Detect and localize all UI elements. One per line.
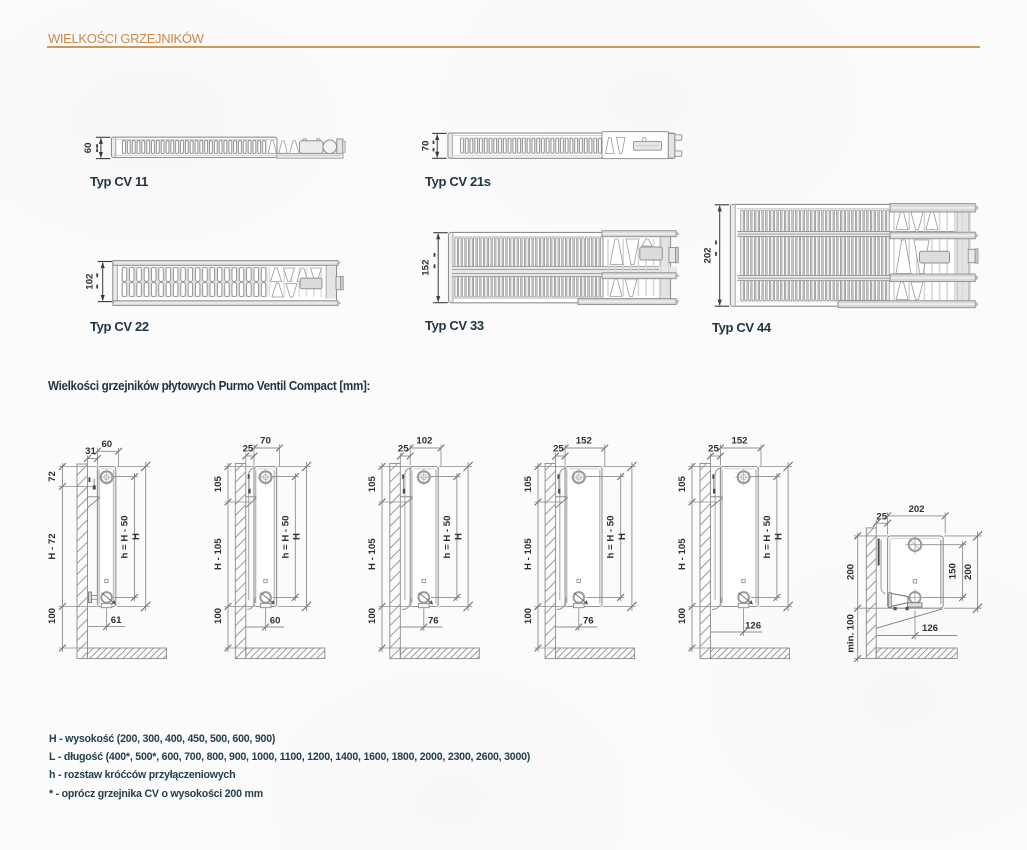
svg-text:102: 102 xyxy=(416,436,432,447)
svg-text:70: 70 xyxy=(421,141,432,152)
svg-text:105: 105 xyxy=(677,476,688,493)
svg-text:H - 105: H - 105 xyxy=(367,538,378,570)
svg-text:25: 25 xyxy=(876,512,887,523)
svg-text:H - 105: H - 105 xyxy=(213,538,224,570)
svg-text:61: 61 xyxy=(111,615,122,626)
svg-text:h = H - 50: h = H - 50 xyxy=(762,516,773,559)
svg-text:72: 72 xyxy=(47,471,58,482)
svg-text:102: 102 xyxy=(85,274,96,290)
svg-text:H - 105: H - 105 xyxy=(677,538,688,570)
svg-text:126: 126 xyxy=(745,621,761,632)
svg-text:H: H xyxy=(292,533,303,540)
svg-text:150: 150 xyxy=(948,563,959,579)
svg-text:126: 126 xyxy=(922,623,938,634)
svg-text:76: 76 xyxy=(583,616,594,627)
svg-text:100: 100 xyxy=(523,608,534,624)
svg-text:60: 60 xyxy=(270,616,281,627)
svg-text:31: 31 xyxy=(85,446,96,457)
svg-text:100: 100 xyxy=(213,608,224,624)
svg-text:200: 200 xyxy=(963,564,974,580)
svg-text:60: 60 xyxy=(83,143,94,154)
svg-text:25: 25 xyxy=(553,444,564,455)
svg-text:25: 25 xyxy=(708,444,719,455)
svg-text:H: H xyxy=(453,533,464,540)
svg-text:152: 152 xyxy=(576,436,592,447)
svg-text:H: H xyxy=(131,533,142,540)
svg-text:105: 105 xyxy=(213,476,224,493)
svg-text:70: 70 xyxy=(260,436,271,447)
svg-text:h = H - 50: h = H - 50 xyxy=(606,516,617,559)
svg-text:min. 100: min. 100 xyxy=(846,614,857,652)
svg-text:152: 152 xyxy=(421,260,432,276)
svg-text:H: H xyxy=(617,533,628,540)
svg-text:100: 100 xyxy=(677,608,688,624)
svg-text:105: 105 xyxy=(367,476,378,493)
svg-text:25: 25 xyxy=(243,444,254,455)
svg-text:200: 200 xyxy=(846,564,857,580)
svg-text:H: H xyxy=(773,533,784,540)
svg-text:100: 100 xyxy=(367,608,378,624)
svg-text:202: 202 xyxy=(908,504,924,515)
svg-text:h = H - 50: h = H - 50 xyxy=(442,516,453,559)
svg-text:105: 105 xyxy=(523,476,534,493)
svg-text:100: 100 xyxy=(47,608,58,624)
svg-text:202: 202 xyxy=(703,247,714,263)
svg-text:h = H - 50: h = H - 50 xyxy=(280,516,291,559)
svg-text:H - 105: H - 105 xyxy=(523,538,534,570)
svg-text:76: 76 xyxy=(428,616,439,627)
svg-text:60: 60 xyxy=(101,439,112,450)
svg-text:h = H - 50: h = H - 50 xyxy=(120,516,131,559)
svg-text:152: 152 xyxy=(731,436,747,447)
svg-text:H - 72: H - 72 xyxy=(47,533,58,559)
svg-text:25: 25 xyxy=(398,444,409,455)
